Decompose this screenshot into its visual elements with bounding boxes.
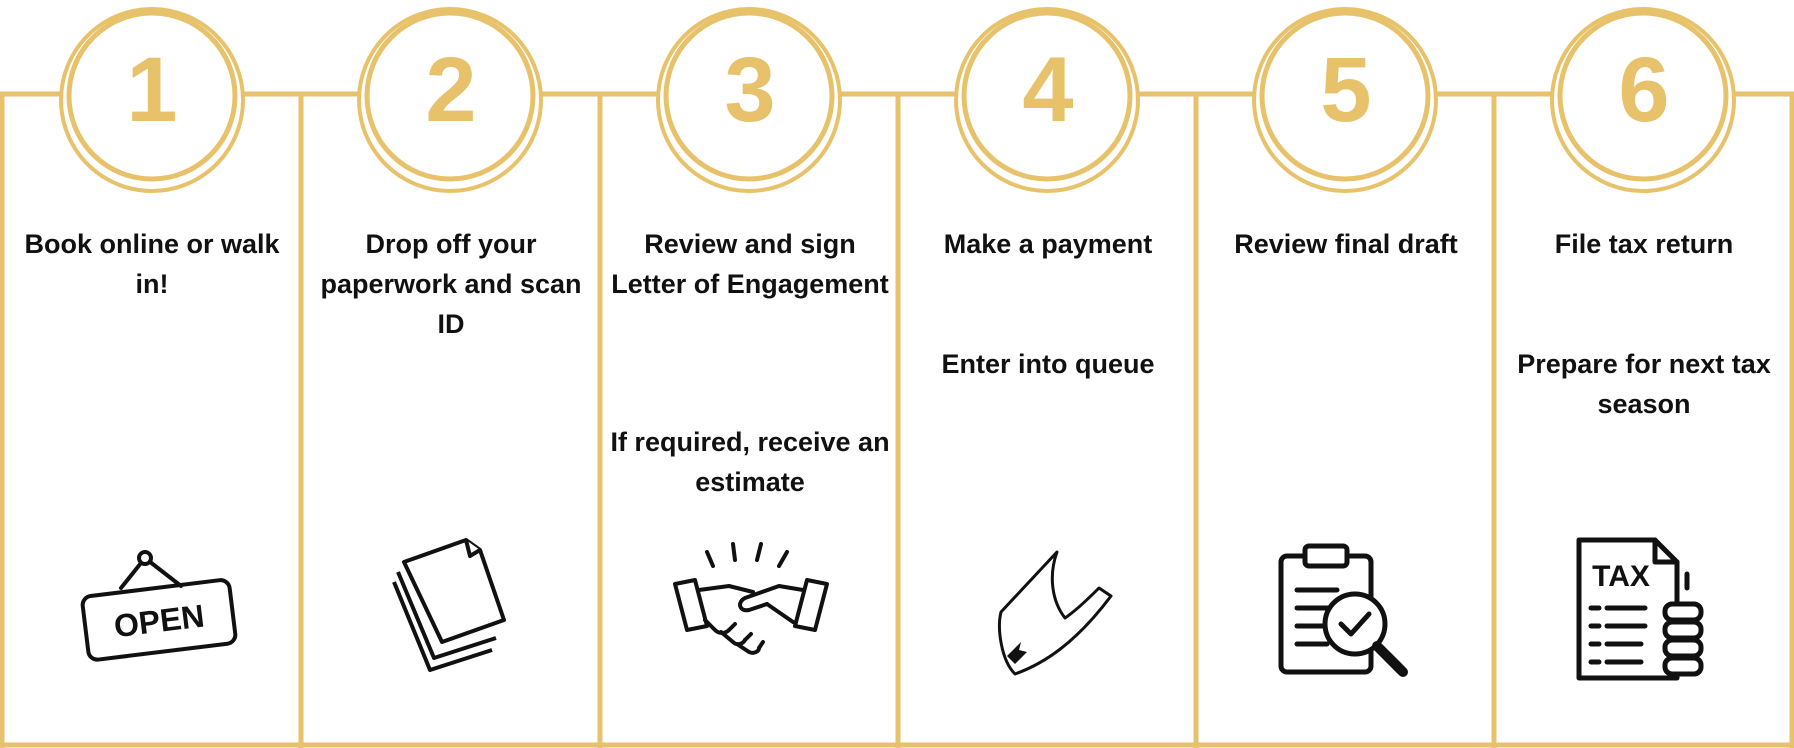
badge-circle-5: [1252, 7, 1438, 193]
step-title: Review and sign Letter of Engagement: [611, 229, 889, 299]
badge-circle-3: [656, 7, 842, 193]
step-4: 4 Make a payment Enter into queue: [899, 0, 1197, 748]
step-number: 2: [425, 39, 477, 141]
step-title: Drop off your paperwork and scan ID: [320, 229, 582, 339]
badge-circle-1: [59, 7, 245, 193]
step-number: 1: [126, 39, 178, 141]
step-5: 5 Review final draft: [1197, 0, 1495, 748]
step-title: File tax return: [1554, 229, 1734, 259]
step-title: Review final draft: [1234, 229, 1458, 259]
step-1: 1 Book online or walk in! OPEN: [3, 0, 301, 748]
step-title: Make a payment: [943, 229, 1153, 259]
step-title: Book online or walk in!: [24, 229, 280, 299]
step-subtitle: If required, receive an estimate: [610, 427, 890, 497]
tax-document-icon: TAX: [1576, 537, 1704, 681]
step-2: 2 Drop off your paperwork and scan ID: [302, 0, 600, 748]
clipboard-check-icon: [1278, 543, 1408, 677]
card-tap-icon: [998, 550, 1113, 676]
badge-circle-2: [357, 7, 543, 193]
tax-document-text: TAX: [1592, 560, 1650, 593]
step-number: 3: [724, 39, 776, 141]
step-subtitle: Prepare for next tax season: [1517, 349, 1771, 419]
handshake-icon: [673, 542, 829, 655]
badge-circle-4: [954, 7, 1140, 193]
step-subtitle: Enter into queue: [941, 349, 1155, 379]
step-number: 4: [1022, 39, 1074, 141]
step-6: 6 File tax return Prepare for next tax s…: [1495, 0, 1793, 748]
step-3: 3 Review and sign Letter of Engagement I…: [601, 0, 899, 748]
open-sign-icon: OPEN: [80, 550, 238, 662]
step-number: 5: [1320, 39, 1372, 141]
badge-circle-6: [1550, 7, 1736, 193]
paper-stack-icon: [392, 538, 506, 672]
step-number: 6: [1618, 39, 1670, 141]
open-sign-text: OPEN: [112, 597, 206, 644]
